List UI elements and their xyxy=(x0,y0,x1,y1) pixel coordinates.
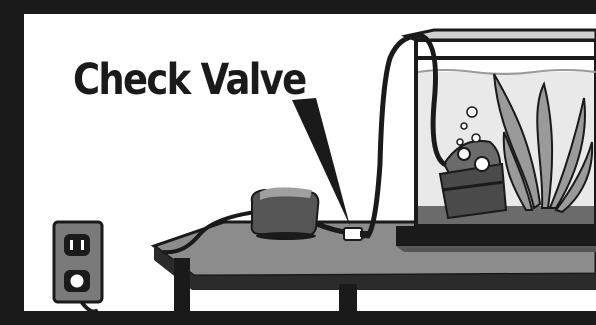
outlet-socket-top xyxy=(64,234,90,256)
pump-foot xyxy=(256,232,316,240)
wall-outlet-icon xyxy=(54,222,102,302)
aquarium-lid xyxy=(416,40,596,58)
outlet-plug xyxy=(69,273,85,289)
chest-pearl-2 xyxy=(475,157,489,171)
air-pump-icon xyxy=(252,187,319,240)
illustration-panel: Check Valve xyxy=(24,14,596,311)
chest-pearl-1 xyxy=(458,148,470,160)
chest-body xyxy=(440,164,506,218)
aquarium-lid-top xyxy=(406,30,596,40)
table-leg-left xyxy=(174,258,190,311)
check-valve-label: Check Valve xyxy=(73,59,305,102)
table-leg-right xyxy=(339,284,357,311)
aquarium xyxy=(396,30,596,252)
aquarium-base-lower xyxy=(396,246,596,252)
aquarium-base xyxy=(396,226,596,246)
